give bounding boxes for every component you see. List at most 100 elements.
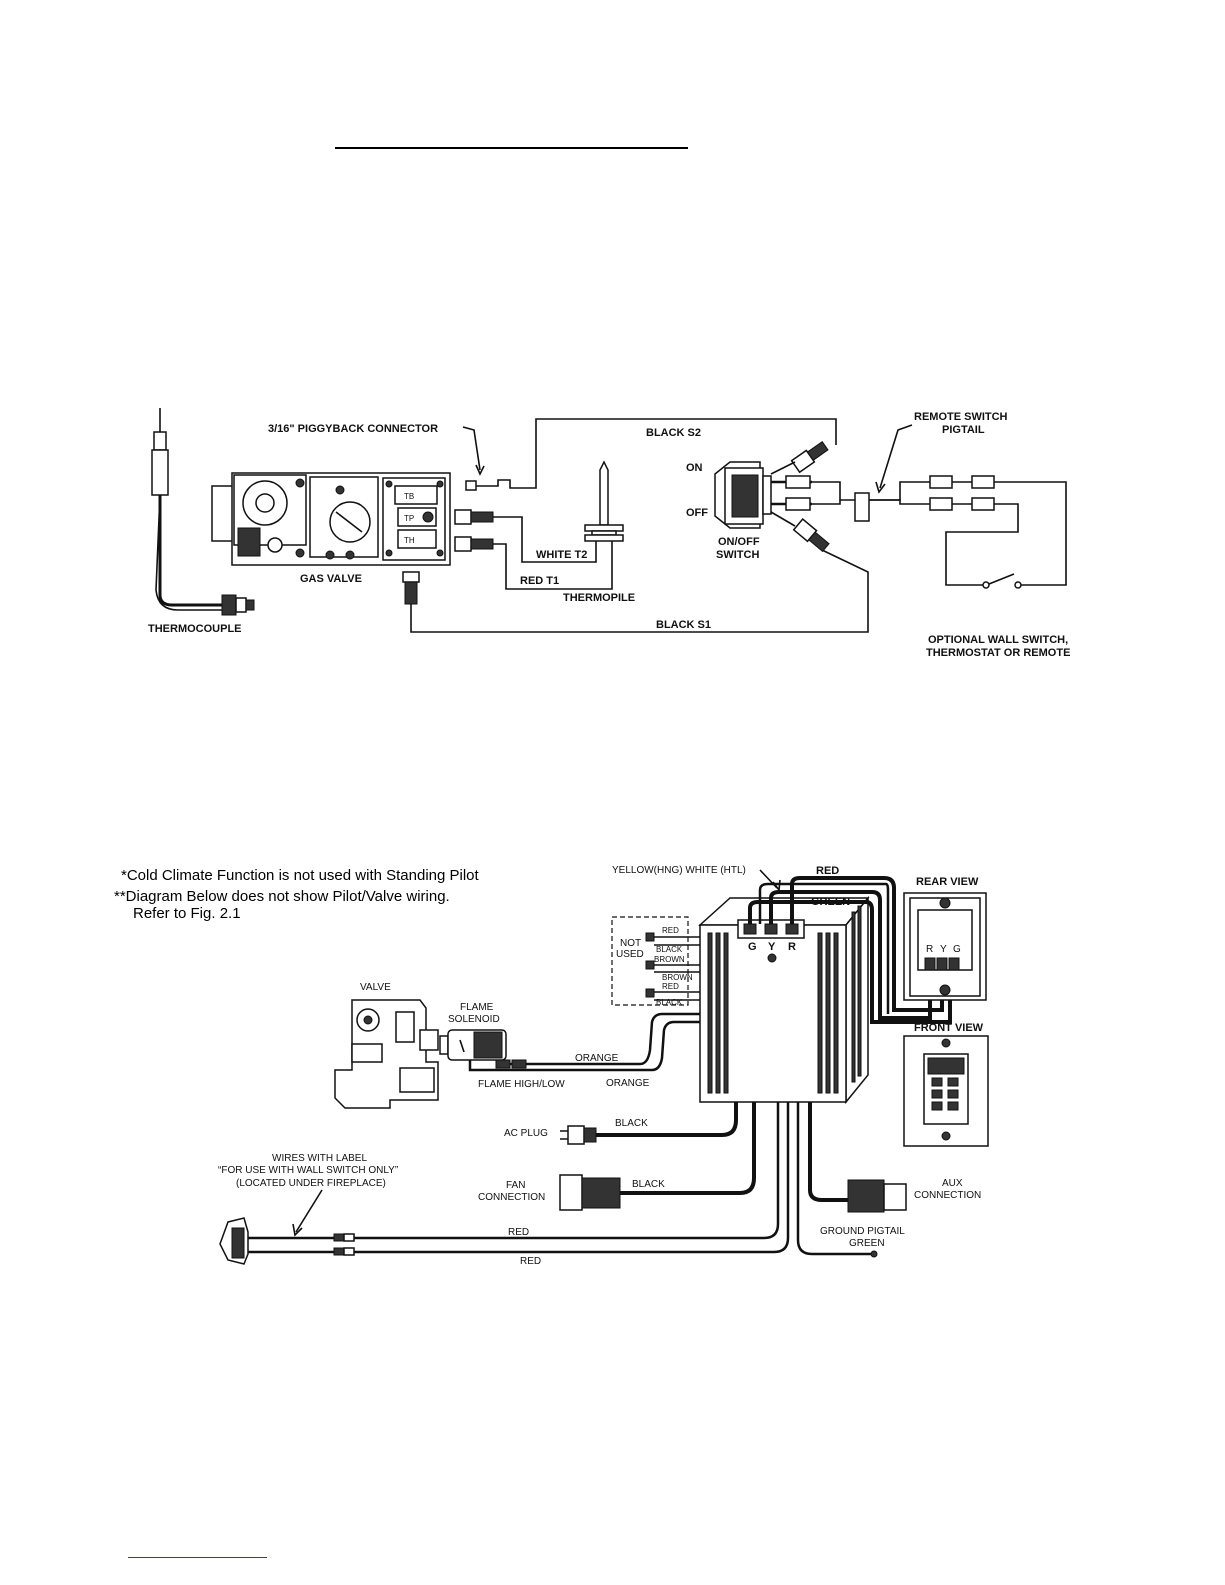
- fan-label-2: CONNECTION: [478, 1192, 545, 1203]
- wire-white-t2: [493, 516, 597, 563]
- valve-label: VALVE: [360, 982, 391, 993]
- black-fan-label: BLACK: [632, 1179, 665, 1190]
- front-view-label: FRONT VIEW: [914, 1022, 984, 1034]
- wires-label-1: WIRES WITH LABEL: [272, 1153, 367, 1164]
- wire-black-s2: [520, 418, 837, 489]
- control-module: G Y R: [698, 895, 870, 1105]
- valve-tp-label: TP: [404, 514, 414, 523]
- red-top-label: RED: [816, 865, 839, 877]
- yellow-white-label: YELLOW(HNG) WHITE (HTL): [612, 865, 746, 876]
- wire-red2-label: RED: [662, 982, 679, 991]
- orange-label-1: ORANGE: [575, 1053, 619, 1064]
- wire-black-ac: [596, 1102, 738, 1137]
- piggyback-connector: 3/16" PIGGYBACK CONNECTOR: [268, 423, 520, 491]
- module-ribs: [707, 905, 862, 1094]
- switch-on-label: ON: [686, 462, 703, 474]
- valve-fig2: VALVE: [334, 982, 439, 1109]
- optional-label-1: OPTIONAL WALL SWITCH,: [928, 634, 1068, 646]
- switch-off-label: OFF: [686, 507, 708, 519]
- thermocouple-label: THERMOCOUPLE: [148, 623, 242, 635]
- white-t2-label: WHITE T2: [536, 549, 587, 561]
- wire-red1-label: RED: [662, 926, 679, 935]
- terminal-g-label: G: [748, 941, 757, 953]
- wall-switch-wires: WIRES WITH LABEL “FOR USE WITH WALL SWIT…: [218, 1102, 790, 1267]
- aux-label-1: AUX: [942, 1178, 963, 1189]
- black-ac-label: BLACK: [615, 1118, 648, 1129]
- wire-red-top: [790, 876, 944, 1012]
- wire-black2-label: BLACK: [656, 998, 683, 1007]
- ac-plug-label: AC PLUG: [504, 1128, 548, 1139]
- orange-label-2: ORANGE: [606, 1078, 650, 1089]
- wall-switch-front-view: FRONT VIEW: [903, 1022, 989, 1147]
- ac-plug: AC PLUG BLACK: [504, 1102, 738, 1145]
- wire-black1-label: BLACK: [656, 945, 683, 954]
- thermopile-label: THERMOPILE: [563, 592, 635, 604]
- not-used-label-2: USED: [616, 949, 644, 960]
- optional-label-2: THERMOSTAT OR REMOTE: [926, 647, 1070, 659]
- flame-solenoid-label-2: SOLENOID: [448, 1014, 500, 1025]
- not-used-wires: NOT USED RED BLACK BROWN BROWN RED BLACK: [611, 916, 700, 1007]
- switch-connectors: [770, 441, 830, 553]
- fig2-wiring-diagram: *Cold Climate Function is not used with …: [114, 865, 989, 1267]
- aux-label-2: CONNECTION: [914, 1190, 981, 1201]
- flame-solenoid: FLAME SOLENOID: [439, 1002, 507, 1061]
- fig1-wiring-diagram: THERMOCOUPLE TB TP TH: [148, 408, 1070, 659]
- switch-label-2: SWITCH: [716, 549, 759, 561]
- flame-solenoid-label-1: FLAME: [460, 1002, 494, 1013]
- wires-label-2: “FOR USE WITH WALL SWITCH ONLY”: [218, 1165, 398, 1176]
- ground-label-2: GREEN: [849, 1238, 885, 1249]
- ground-pigtail: GROUND PIGTAIL GREEN: [796, 1102, 905, 1258]
- aux-connection: AUX CONNECTION: [808, 1102, 981, 1213]
- footer-link-underline[interactable]: [128, 1557, 267, 1558]
- rear-view-label: REAR VIEW: [916, 876, 979, 888]
- note-cold-climate: *Cold Climate Function is not used with …: [121, 867, 480, 884]
- terminal-y-label: Y: [768, 941, 776, 953]
- fan-connection: FAN CONNECTION BLACK: [478, 1102, 756, 1211]
- wire-brown1-label: BROWN: [654, 955, 685, 964]
- gas-valve: TB TP TH GAS VALVE: [211, 472, 451, 585]
- wire-orange-2: [468, 1020, 700, 1072]
- ground-label-1: GROUND PIGTAIL: [820, 1226, 905, 1237]
- remote-switch-pigtail: REMOTE SWITCH PIGTAIL OPTIONAL WALL SWIT…: [812, 411, 1070, 659]
- wire-aux: [808, 1102, 848, 1202]
- thermocouple: THERMOCOUPLE: [148, 408, 255, 635]
- remote-pigtail-label-1: REMOTE SWITCH: [914, 411, 1008, 423]
- gas-valve-label: GAS VALVE: [300, 573, 362, 585]
- wire-orange-1: [498, 1012, 700, 1066]
- wire-white-top: [758, 882, 890, 1014]
- wire-yellow-top: [769, 890, 932, 1020]
- thermopile: THERMOPILE: [563, 460, 635, 604]
- red-a-label: RED: [508, 1227, 529, 1238]
- spade-connectors: [402, 509, 494, 605]
- note-pilot-valve: **Diagram Below does not show Pilot/Valv…: [114, 888, 450, 905]
- wire-red-a: [248, 1102, 780, 1240]
- red-t1-label: RED T1: [520, 575, 559, 587]
- terminal-r-label: R: [788, 941, 796, 953]
- wire-ground-green: [796, 1102, 872, 1256]
- note-refer-fig: Refer to Fig. 2.1: [133, 905, 241, 922]
- valve-th-label: TH: [404, 536, 415, 545]
- wire-black-s1: [410, 549, 869, 633]
- switch-label-1: ON/OFF: [718, 536, 760, 548]
- red-b-label: RED: [520, 1256, 541, 1267]
- valve-tb-label: TB: [404, 492, 414, 501]
- fan-label-1: FAN: [506, 1180, 525, 1191]
- black-s2-label: BLACK S2: [646, 427, 701, 439]
- wire-brown2-label: BROWN: [662, 973, 693, 982]
- wire-red-b: [248, 1102, 790, 1254]
- on-off-switch: ON OFF ON/OFF SWITCH: [686, 461, 772, 561]
- flame-high-low-label: FLAME HIGH/LOW: [478, 1079, 565, 1090]
- wires-label-3: (LOCATED UNDER FIREPLACE): [236, 1178, 386, 1189]
- wire-black-fan: [620, 1102, 756, 1195]
- piggyback-label: 3/16" PIGGYBACK CONNECTOR: [268, 423, 438, 435]
- header-underline: [335, 147, 688, 149]
- not-used-label-1: NOT: [620, 938, 641, 949]
- rear-y-label: Y: [940, 944, 947, 955]
- rear-g-label: G: [953, 944, 961, 955]
- wire-red-t1: [493, 543, 613, 590]
- black-s1-label: BLACK S1: [656, 619, 711, 631]
- remote-pigtail-label-2: PIGTAIL: [942, 424, 985, 436]
- wall-switch-rear-view: REAR VIEW R Y G: [903, 876, 987, 1001]
- rear-r-label: R: [926, 944, 933, 955]
